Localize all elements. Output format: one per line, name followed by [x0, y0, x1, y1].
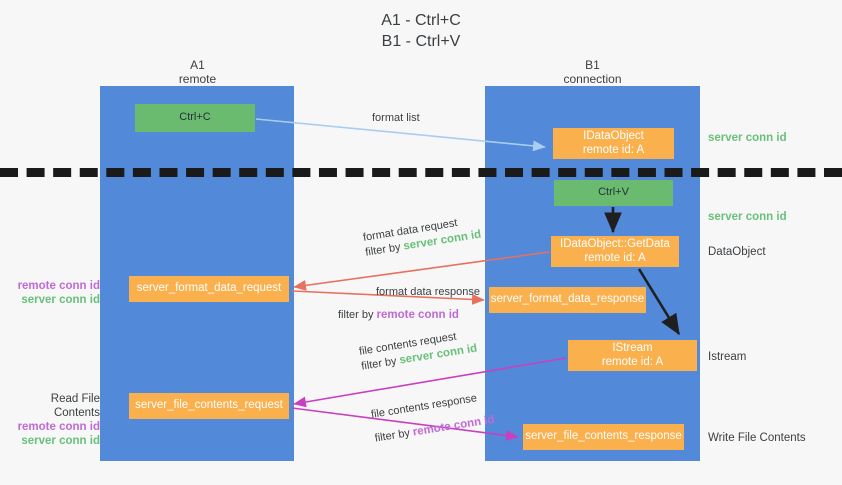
title-line-1: A1 - Ctrl+C	[381, 12, 461, 29]
edge-label-format-list: format list	[372, 111, 420, 126]
node-server-format-data-request[interactable]: server_format_data_request	[129, 276, 289, 302]
node-ctrl-v-label: Ctrl+V	[598, 186, 629, 199]
label-conn-ids-middle: remote conn id server conn id	[8, 279, 100, 307]
node-server-file-contents-response[interactable]: server_file_contents_response	[523, 424, 684, 450]
label-read-file-contents: Read File Contents	[50, 393, 100, 419]
node-ctrl-c-label: Ctrl+C	[179, 111, 211, 124]
node-idataobject-getdata-label: IDataObject::GetData	[560, 238, 670, 250]
lane-b1-name: B1	[585, 58, 600, 72]
label-server-conn-id-second: server conn id	[708, 211, 787, 223]
node-istream-label: IStream	[612, 342, 653, 354]
label-dataobject: DataObject	[708, 246, 766, 258]
node-server-file-contents-request-label: server_file_contents_request	[135, 399, 283, 412]
title-line-2: B1 - Ctrl+V	[381, 33, 461, 50]
lane-header-b1: B1 connection	[525, 58, 660, 86]
label-server-conn-id-top: server conn id	[708, 132, 787, 144]
filter-value-remote-conn-id-2: remote conn id	[411, 413, 496, 439]
filter-prefix-4: filter by	[373, 426, 414, 445]
lane-a1-name: A1	[190, 58, 205, 72]
edge-label-file-contents-response: file contents response filter by remote …	[370, 389, 496, 446]
node-server-format-data-request-label: server_format_data_request	[136, 282, 282, 295]
edge-label-format-data-response: format data response filter by remote co…	[338, 285, 480, 323]
node-server-format-data-response[interactable]: server_format_data_response	[489, 287, 646, 313]
filter-prefix-2: filter by	[338, 309, 377, 321]
lane-b1-role: connection	[563, 72, 622, 86]
label-server-conn-id-1: server conn id	[21, 294, 100, 306]
node-idataobject-getdata-sub: remote id: A	[584, 251, 646, 264]
edge-label-format-data-request: format data request filter by server con…	[362, 213, 482, 261]
label-read-file-contents-block: Read File Contents remote conn id server…	[8, 392, 100, 448]
node-idataobject[interactable]: IDataObject remote id: A	[553, 128, 674, 159]
phase-divider	[0, 168, 842, 177]
label-istream: Istream	[708, 351, 747, 363]
lane-a1-role: remote	[178, 72, 217, 86]
edge-label-file-contents-request: file contents request filter by server c…	[358, 327, 478, 375]
label-remote-conn-id-2: remote conn id	[17, 421, 100, 433]
edge-label-format-data-response-text: format data response	[376, 286, 480, 298]
label-server-conn-id-2: server conn id	[21, 435, 100, 447]
node-server-format-data-response-label: server_format_data_response	[490, 293, 645, 306]
node-server-file-contents-response-label: server_file_contents_response	[525, 430, 682, 443]
lane-header-a1: A1 remote	[130, 58, 265, 86]
filter-value-remote-conn-id-1: remote conn id	[376, 309, 459, 321]
node-ctrl-c[interactable]: Ctrl+C	[135, 104, 255, 132]
node-server-file-contents-request[interactable]: server_file_contents_request	[129, 393, 289, 419]
label-write-file-contents: Write File Contents	[708, 432, 806, 444]
edge-label-format-data-response-filter: filter by remote conn id	[338, 300, 480, 323]
node-istream[interactable]: IStream remote id: A	[568, 340, 697, 371]
node-idataobject-getdata[interactable]: IDataObject::GetData remote id: A	[551, 236, 679, 267]
node-ctrl-v[interactable]: Ctrl+V	[554, 180, 673, 206]
page-title: A1 - Ctrl+C B1 - Ctrl+V	[0, 10, 842, 52]
node-istream-sub: remote id: A	[601, 355, 664, 368]
edge-label-format-list-text: format list	[372, 112, 420, 124]
node-idataobject-sub: remote id: A	[582, 143, 645, 156]
node-idataobject-label: IDataObject	[583, 130, 644, 142]
label-remote-conn-id-1: remote conn id	[17, 280, 100, 292]
